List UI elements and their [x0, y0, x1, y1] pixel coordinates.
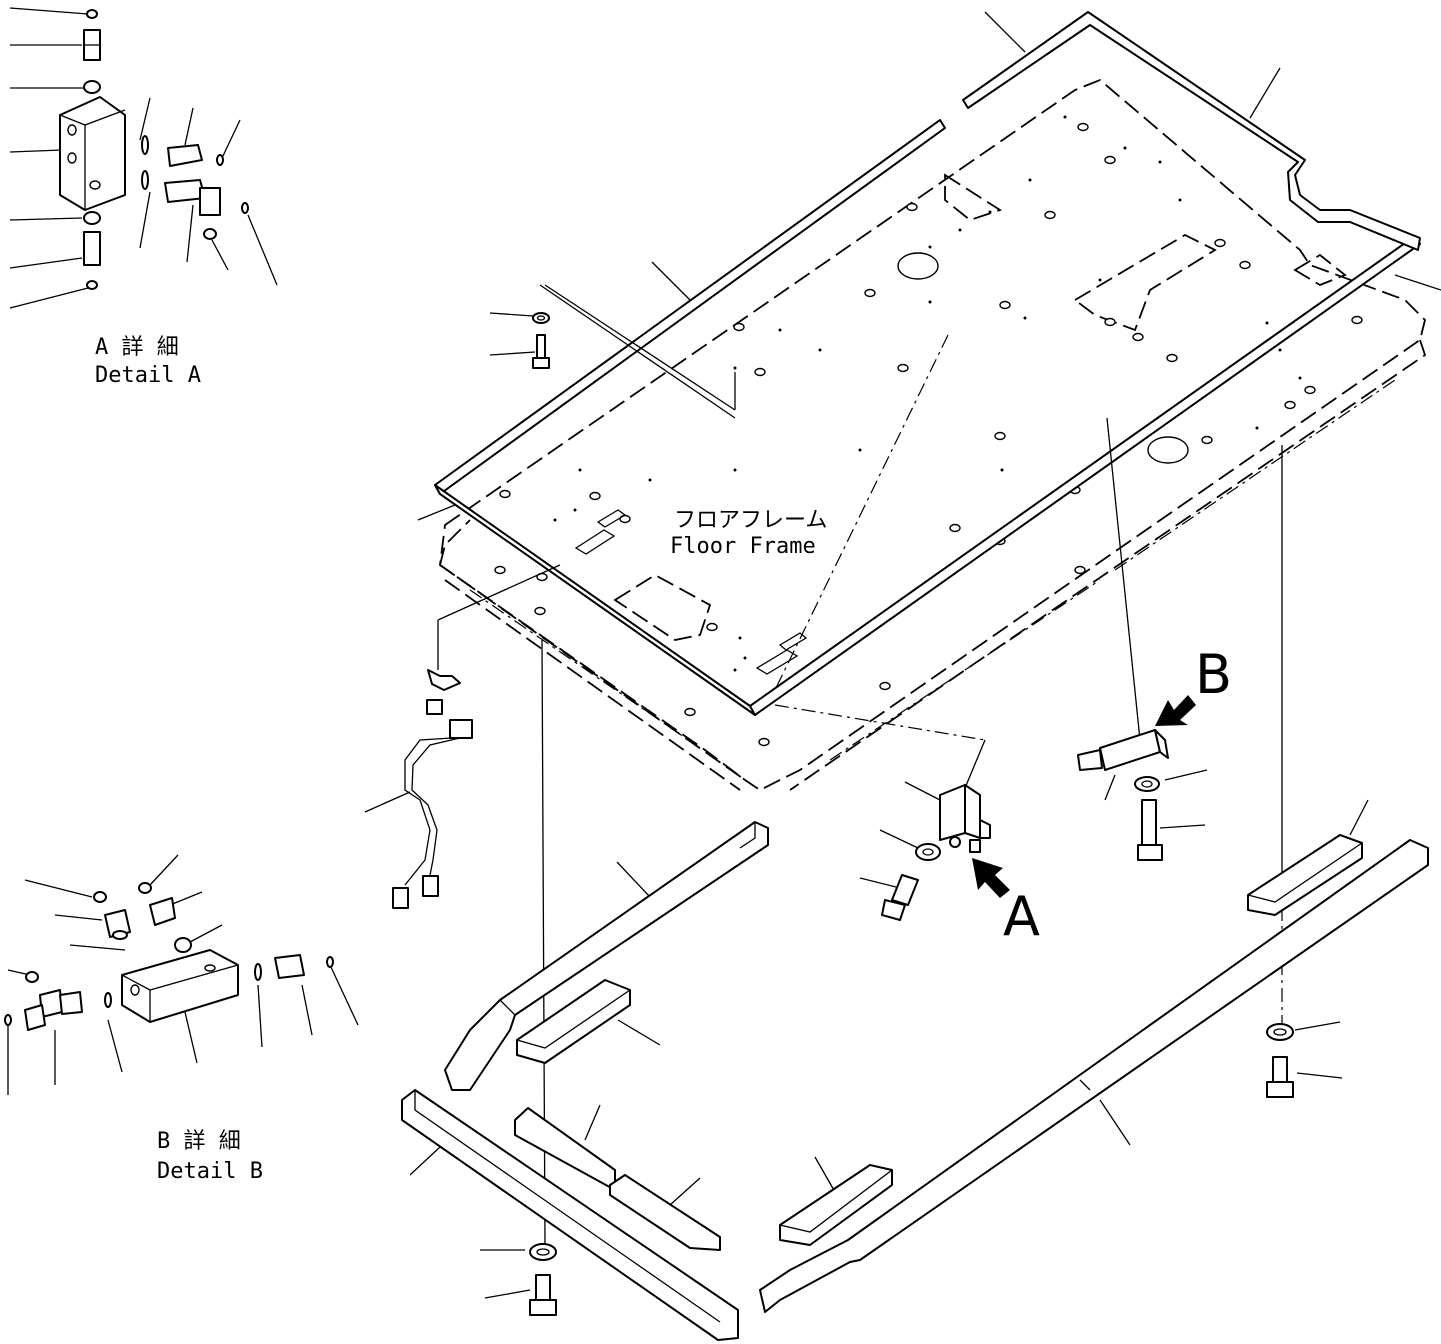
- arrow-b: [1155, 695, 1196, 726]
- washer-b: [1134, 776, 1160, 792]
- bolt-a: [881, 874, 919, 921]
- pad-left-1: [516, 979, 631, 1064]
- floor-plate: [439, 78, 1427, 792]
- svg-text:A 詳 細: A 詳 細: [95, 335, 179, 360]
- callout-a-label: A: [1003, 885, 1040, 948]
- bolt-lower-left: [529, 1274, 557, 1316]
- svg-text:Detail B: Detail B: [157, 1159, 263, 1184]
- detail-a: [9, 7, 278, 309]
- label-detail-a: A 詳 細 Detail A: [95, 335, 201, 388]
- label-floor-frame: フロアフレーム Floor Frame: [670, 508, 827, 559]
- callout-b-label: B: [1195, 643, 1232, 706]
- bolt-lower-right: [1266, 1056, 1294, 1098]
- washer-lower-right: [1266, 1023, 1294, 1041]
- pad-right-1: [779, 1164, 893, 1246]
- svg-text:Floor Frame: Floor Frame: [670, 534, 816, 559]
- svg-text:B 詳 細: B 詳 細: [157, 1129, 241, 1154]
- valve-block-b: [1077, 729, 1169, 771]
- arrow-a: [972, 858, 1010, 898]
- seal-strip-right: [962, 11, 1421, 251]
- leader-lines: [364, 11, 1441, 1299]
- detail-b: [4, 854, 359, 1095]
- pad-left-2: [514, 1107, 721, 1251]
- rail-left-upper: [444, 821, 769, 1091]
- washer-top: [532, 312, 550, 324]
- label-detail-b: B 詳 細 Detail B: [157, 1129, 263, 1184]
- bolt-b: [1137, 799, 1163, 861]
- bolt-top: [532, 334, 550, 369]
- pad-right-2: [1247, 834, 1363, 916]
- rail-left-lower: [401, 1089, 739, 1341]
- washer-a: [915, 843, 941, 861]
- washer-lower-left: [529, 1243, 557, 1261]
- rail-right: [759, 839, 1429, 1313]
- seal-strip-left: [434, 119, 1421, 716]
- svg-text:Detail A: Detail A: [95, 363, 201, 388]
- wire-harness: [392, 669, 473, 909]
- svg-text:フロアフレーム: フロアフレーム: [674, 508, 827, 533]
- valve-block-a: [939, 784, 991, 853]
